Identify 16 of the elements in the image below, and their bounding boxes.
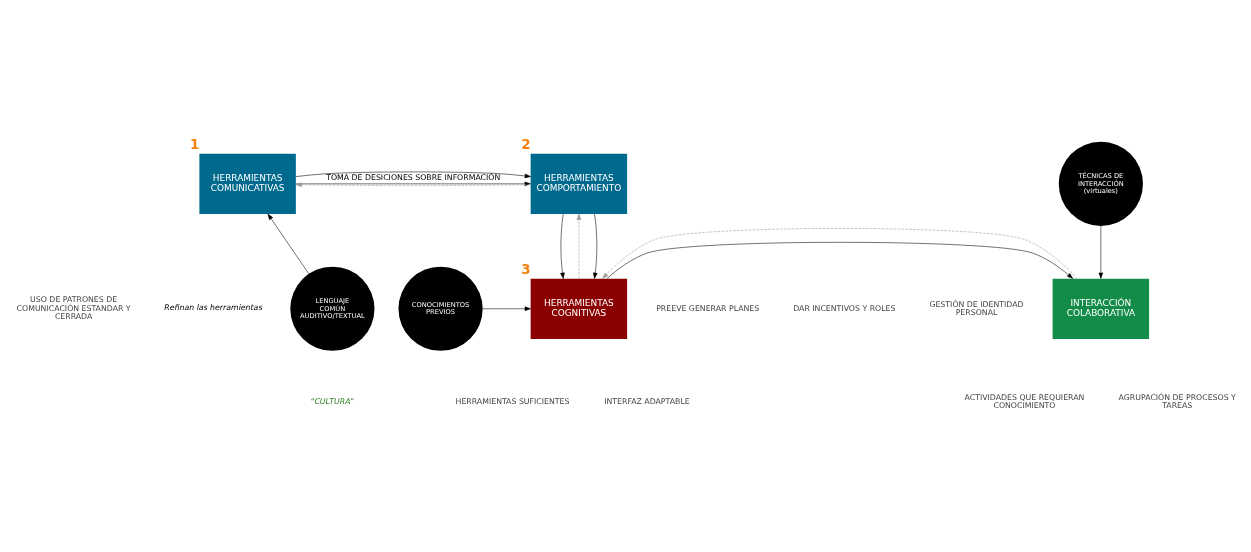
node-label: 2 [520,137,530,153]
node-box: HERRAMIENTAS COMPORTAMIENTO [530,153,627,214]
arrow [606,242,1073,279]
node-box: INTERACCIÓN COLABORATIVA [1052,278,1149,339]
arrow [601,228,1077,279]
node-label: 1 [189,137,199,153]
arrow [295,171,531,179]
arrow [592,213,597,279]
arrow [267,213,309,275]
node-box: HERRAMIENTAS COMUNICATIVAS [198,153,296,214]
arrow [559,213,565,279]
arrow [1098,225,1103,279]
node-box: HERRAMIENTAS COGNITIVAS [530,278,627,339]
arrow [481,306,531,311]
arrow [576,213,581,279]
node-label: 3 [520,262,530,278]
